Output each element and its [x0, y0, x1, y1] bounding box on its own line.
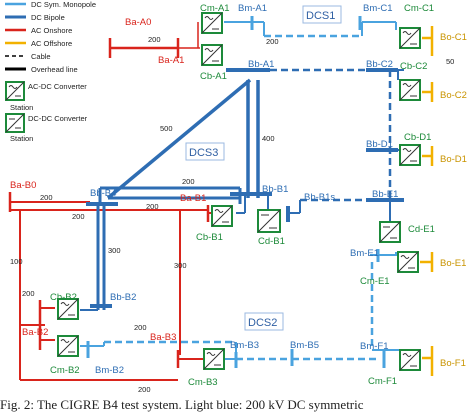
label-bm-f1: Bm-F1 [360, 341, 389, 352]
legend-dcdc-converter-icon [5, 113, 25, 133]
label-bm-b3: Bm-B3 [230, 340, 259, 351]
label-bm-b5: Bm-B5 [290, 340, 319, 351]
converter-station-cm-a1 [201, 12, 223, 34]
label-cm-c1: Cm-C1 [404, 3, 434, 14]
label-ba-a0: Ba-A0 [125, 17, 151, 28]
label-cm-b3: Cm-B3 [188, 377, 218, 388]
label-ba-b1: Ba-B1 [180, 193, 206, 204]
legend-overhead-label: Overhead line [31, 65, 78, 74]
dist-b4-b1: 200 [182, 177, 195, 186]
label-bb-a1: Bb-A1 [248, 59, 274, 70]
dcs1-label: DCS1 [306, 10, 335, 22]
legend-cable-label: Cable [31, 52, 51, 61]
converter-station-cm-c1 [399, 27, 421, 49]
label-ba-a1: Ba-A1 [158, 55, 184, 66]
label-bm-e1: Bm-E1 [350, 248, 379, 259]
label-cm-b2: Cm-B2 [50, 365, 80, 376]
legend-dc-monopole-label: DC Sym. Monopole [31, 0, 96, 9]
label-ba-b2: Ba-B2 [22, 327, 48, 338]
label-cd-b1: Cd-B1 [258, 236, 285, 247]
label-bm-b2: Bm-B2 [95, 365, 124, 376]
label-bb-c2: Bb-C2 [366, 59, 393, 70]
legend-ac-offshore-label: AC Offshore [31, 39, 72, 48]
dist-b0-low: 200 [138, 385, 151, 394]
dist-b0-b2a: 100 [10, 257, 23, 266]
figure-caption: Fig. 2: The CIGRE B4 test system. Light … [0, 397, 364, 412]
converter-station-cb-c2 [399, 79, 421, 101]
legend-dcdc-line2: Station [10, 134, 33, 143]
label-cd-e1: Cd-E1 [408, 224, 435, 235]
label-bo-d1: Bo-D1 [440, 154, 467, 165]
ac-offshore-network [420, 26, 434, 376]
label-cm-e1: Cm-E1 [360, 276, 390, 287]
dist-b0-b4: 200 [40, 193, 53, 202]
converter-station-cd-b1 [257, 209, 281, 233]
distance-labels: 200 200 50 500 400 200 200 200 200 300 3… [10, 35, 454, 394]
converter-station-cb-a1 [201, 44, 223, 66]
converter-station-cd-e1 [379, 221, 401, 243]
dist-b4-b2: 300 [108, 246, 121, 255]
label-bb-d1: Bb-D1 [366, 139, 393, 150]
dist-a1-top: 200 [266, 37, 279, 46]
label-cb-d1: Cb-D1 [404, 132, 431, 143]
dist-b1-b3: 300 [174, 261, 187, 270]
dist-a0-a1: 200 [148, 35, 161, 44]
dc-monopole-network [80, 16, 404, 368]
converter-station-cm-b2 [57, 335, 79, 357]
label-ba-b3: Ba-B3 [150, 332, 176, 343]
label-cb-c2: Cb-C2 [400, 61, 427, 72]
label-bb-e1: Bb-E1 [372, 189, 398, 200]
label-cb-a1: Cb-A1 [200, 71, 227, 82]
node-labels: Ba-A0 Ba-A1 Cm-A1 Cb-A1 Bm-A1 Bm-C1 Cm-C… [10, 3, 467, 388]
label-cb-b1: Cb-B1 [196, 232, 223, 243]
dist-c-offshore: 50 [446, 57, 454, 66]
label-ba-b0: Ba-B0 [10, 180, 36, 191]
dcs2-box [244, 312, 284, 331]
label-bb-b2: Bb-B2 [110, 292, 136, 303]
dc-bipole-network [80, 68, 404, 311]
label-bm-c1: Bm-C1 [363, 3, 393, 14]
converter-station-cb-b2 [57, 298, 79, 320]
converter-station-cb-b1 [211, 205, 233, 227]
ac-onshore-network [8, 22, 232, 381]
dist-b1-a1: 400 [262, 134, 275, 143]
dcs2-label: DCS2 [248, 317, 277, 329]
dist-b0-b1: 200 [72, 212, 85, 221]
legend-acdc-line1: AC-DC Converter [28, 82, 87, 91]
converter-station-cm-e1 [397, 251, 419, 273]
legend-ac-onshore-label: AC Onshore [31, 26, 72, 35]
dcs3-label: DCS3 [189, 147, 218, 159]
legend-dc-bipole-label: DC Bipole [31, 13, 65, 22]
legend: DC Sym. Monopole DC Bipole AC Onshore AC… [5, 0, 96, 143]
label-cm-a1: Cm-A1 [200, 3, 230, 14]
dcs1-box [302, 5, 342, 24]
converter-station-cm-f1 [399, 349, 421, 371]
dist-b0-b2b: 200 [22, 289, 35, 298]
label-bb-b4: Bb-B4 [90, 188, 116, 199]
cigre-b4-diagram: DC Sym. Monopole DC Bipole AC Onshore AC… [5, 0, 467, 394]
label-bo-e1: Bo-E1 [440, 258, 466, 269]
label-bo-c1: Bo-C1 [440, 32, 467, 43]
dcs3-box [185, 142, 225, 161]
converter-station-cb-d1 [399, 144, 421, 166]
legend-dcdc-line1: DC-DC Converter [28, 114, 88, 123]
dist-b2-b3: 200 [134, 323, 147, 332]
label-bo-f1: Bo-F1 [440, 358, 466, 369]
legend-acdc-line2: Station [10, 103, 33, 112]
label-bm-a1: Bm-A1 [238, 3, 267, 14]
label-bb-b1: Bb-B1 [262, 184, 288, 195]
label-cb-b2: Cb-B2 [50, 292, 77, 303]
dist-b4-a1: 500 [160, 124, 173, 133]
label-cm-f1: Cm-F1 [368, 376, 397, 387]
converter-station-cm-b3 [203, 348, 225, 370]
label-bb-b1s: Bb-B1s [304, 192, 335, 203]
dist-b4-b1s: 200 [146, 202, 159, 211]
label-bo-c2: Bo-C2 [440, 90, 467, 101]
legend-acdc-converter-icon [5, 81, 25, 101]
